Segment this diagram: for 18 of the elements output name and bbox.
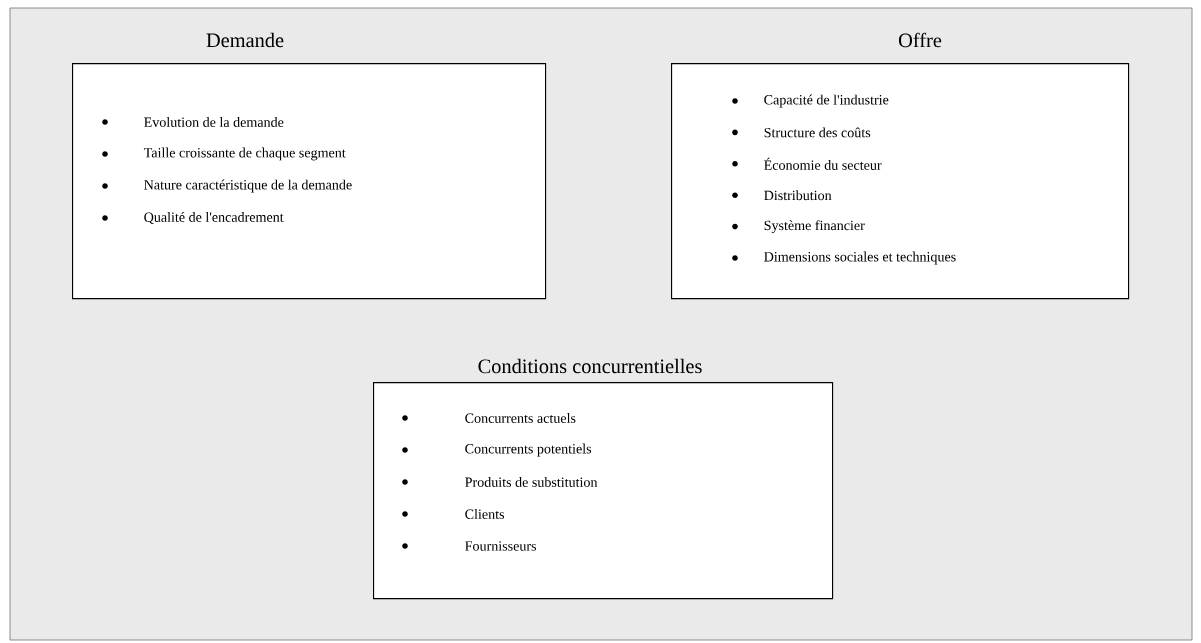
bullet-item: Capacité de l'industrie (732, 94, 889, 108)
bullet-item: Distribution (732, 190, 832, 201)
bullet-item: Structure des coûts (732, 127, 871, 138)
bullet-item: Fournisseurs (402, 541, 537, 551)
bullet-item: Produits de substitution (402, 477, 598, 487)
bullet-item: Dimensions sociales et techniques (732, 251, 956, 265)
heading: Demande (206, 32, 284, 48)
bullet-item: Économie du secteur (732, 157, 882, 170)
bullet-item: Taille croissante de chaque segment (102, 147, 346, 161)
bullet-item: Système financier (732, 220, 865, 234)
heading: Conditions concurrentielles (478, 358, 702, 374)
bullet-item: Nature caractéristique de la demande (102, 179, 352, 193)
bullet-item: Concurrents potentiels (402, 443, 592, 457)
bullet-item: Qualité de l'encadrement (102, 211, 284, 224)
heading: Offre (898, 32, 942, 48)
bullet-item: Concurrents actuels (402, 413, 576, 423)
bullet-item: Evolution de la demande (102, 117, 284, 127)
bullet-item: Clients (402, 509, 505, 519)
